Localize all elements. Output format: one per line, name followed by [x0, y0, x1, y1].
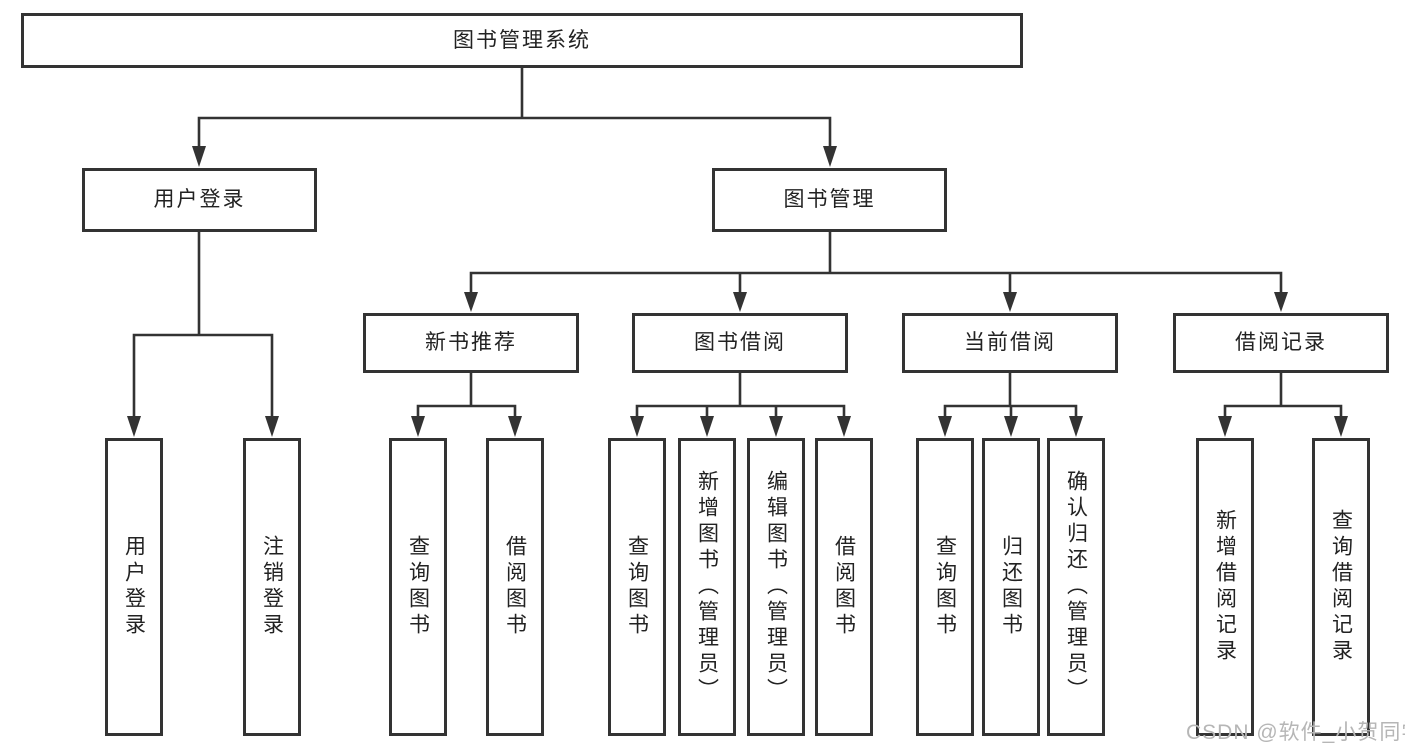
- arrow-icon: [1004, 416, 1018, 437]
- node-user-login: 用户登录: [82, 168, 317, 232]
- arrow-icon: [630, 416, 644, 437]
- arrow-icon: [508, 416, 522, 437]
- leaf-user-login: 用户登录: [105, 438, 163, 736]
- watermark: CSDN @软件_小贺同学: [1186, 721, 1405, 744]
- arrow-icon: [192, 146, 206, 167]
- node-root: 图书管理系统: [21, 13, 1023, 68]
- leaf-query-books-recommend: 查询图书: [389, 438, 447, 736]
- edge-new-book-branch: [416, 371, 517, 422]
- arrow-icon: [411, 416, 425, 437]
- node-book-management: 图书管理: [712, 168, 947, 232]
- arrow-icon: [733, 292, 747, 312]
- arrow-icon: [823, 146, 837, 167]
- arrow-icon: [1334, 416, 1348, 437]
- edge-book-borrow-branch: [635, 371, 846, 422]
- arrow-icon: [1003, 292, 1017, 312]
- leaf-borrow-books-recommend: 借阅图书: [486, 438, 544, 736]
- leaf-query-books-borrow: 查询图书: [608, 438, 666, 736]
- leaf-add-books-admin: 新增图书（管理员）: [678, 438, 736, 736]
- arrow-icon: [837, 416, 851, 437]
- leaf-confirm-return-admin: 确认归还（管理员）: [1047, 438, 1105, 736]
- edge-borrow-record-branch: [1223, 371, 1343, 422]
- leaf-edit-books-admin: 编辑图书（管理员）: [747, 438, 805, 736]
- arrow-icon: [700, 416, 714, 437]
- arrow-icon: [1069, 416, 1083, 437]
- arrowheads: [127, 146, 1348, 437]
- leaf-borrow-books: 借阅图书: [815, 438, 873, 736]
- arrow-icon: [938, 416, 952, 437]
- edge-current-borrow-branch: [943, 371, 1078, 422]
- leaf-return-books: 归还图书: [982, 438, 1040, 736]
- node-new-book-recommend: 新书推荐: [363, 313, 579, 373]
- leaf-query-books-current: 查询图书: [916, 438, 974, 736]
- edge-user-login-branch: [132, 230, 274, 422]
- leaf-add-borrow-record: 新增借阅记录: [1196, 438, 1254, 736]
- arrow-icon: [265, 416, 279, 437]
- arrow-icon: [127, 416, 141, 437]
- node-current-borrow: 当前借阅: [902, 313, 1118, 373]
- edge-book-mgmt-branch: [469, 230, 1283, 298]
- arrow-icon: [769, 416, 783, 437]
- arrow-icon: [464, 292, 478, 312]
- node-book-borrow: 图书借阅: [632, 313, 848, 373]
- leaf-logout: 注销登录: [243, 438, 301, 736]
- arrow-icon: [1274, 292, 1288, 312]
- leaf-query-borrow-record: 查询借阅记录: [1312, 438, 1370, 736]
- node-borrow-record: 借阅记录: [1173, 313, 1389, 373]
- edge-root-stem: [197, 66, 832, 152]
- arrow-icon: [1218, 416, 1232, 437]
